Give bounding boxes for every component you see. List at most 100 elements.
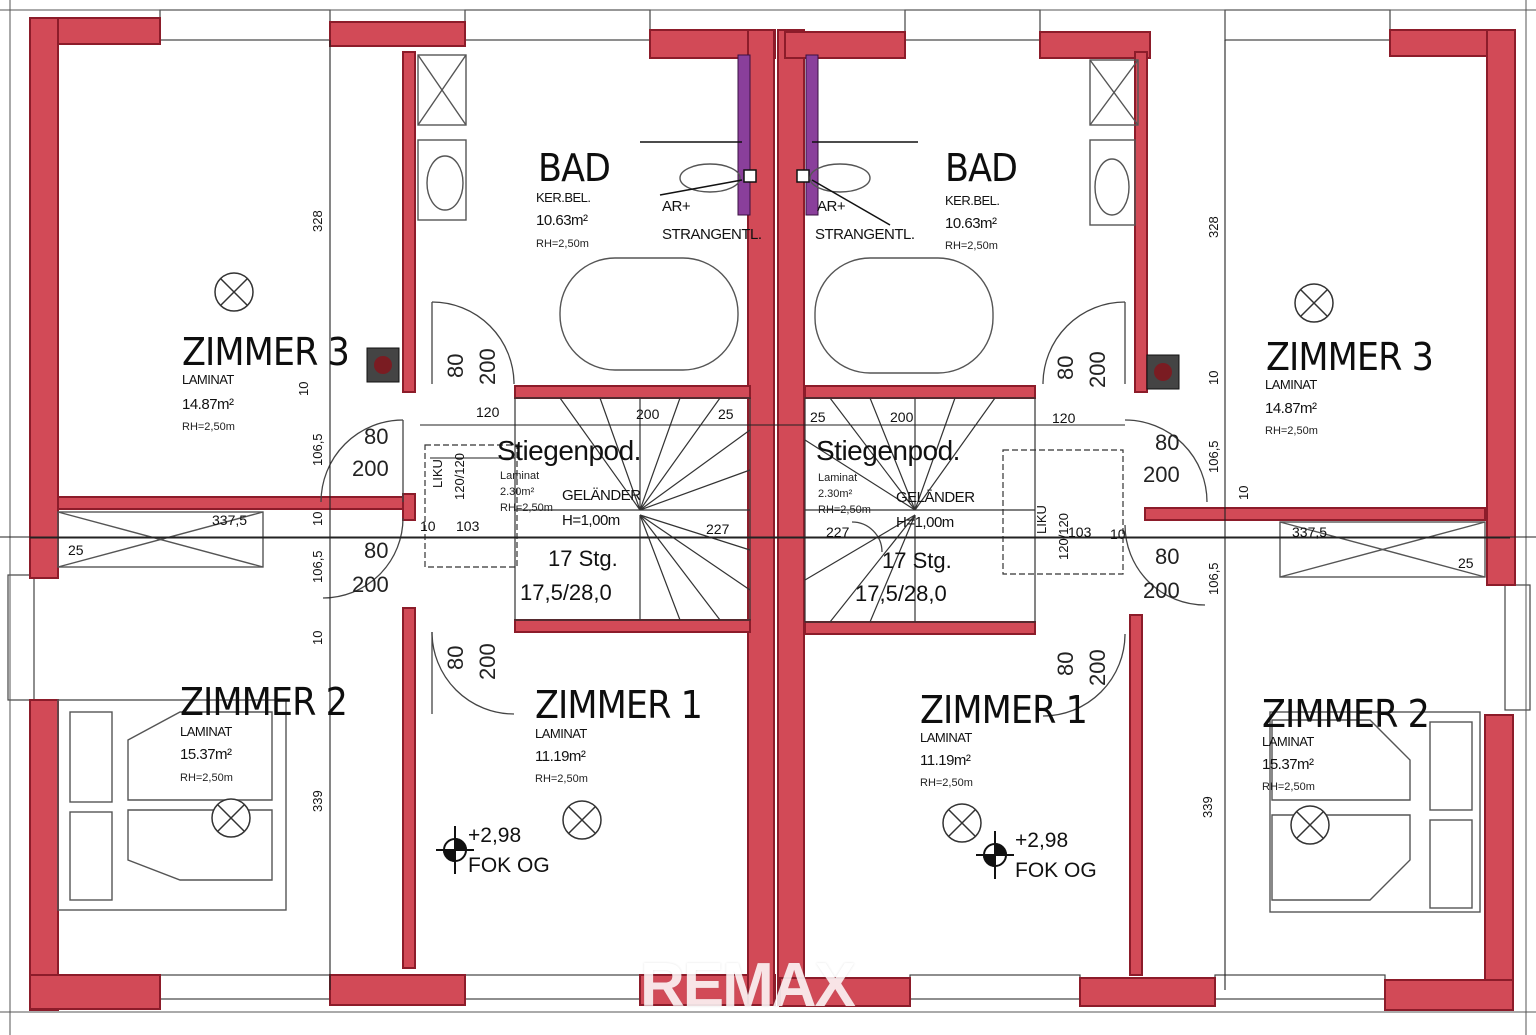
floor-zimmer3-right: LAMINAT bbox=[1265, 377, 1317, 392]
shaft-markers bbox=[743, 169, 810, 183]
steps-left: 17 Stg. bbox=[548, 546, 618, 571]
door-200-right-a: 200 bbox=[1143, 462, 1180, 487]
area-zimmer1-left: 11.19m² bbox=[535, 748, 586, 765]
room-title-zimmer2-left: ZIMMER 2 bbox=[180, 680, 348, 724]
door-80-left-c: 80 bbox=[443, 353, 468, 378]
level-left: +2,98 bbox=[468, 824, 522, 847]
area-bad-left: 10.63m² bbox=[536, 212, 588, 229]
liku-size-left: 120/120 bbox=[452, 453, 467, 500]
ar-right: AR+ bbox=[817, 198, 846, 215]
level-ref-right: FOK OG bbox=[1015, 859, 1097, 882]
stiegenpod-area-right: 2.30m² bbox=[818, 488, 853, 500]
leader-lines bbox=[640, 141, 918, 226]
dim-10d-right: 10 bbox=[1110, 526, 1126, 542]
room-title-zimmer1-left: ZIMMER 1 bbox=[535, 683, 703, 727]
door-200-right-c: 200 bbox=[1085, 351, 1110, 388]
dim-120-right: 120 bbox=[1052, 410, 1076, 426]
dim-25b-right: 25 bbox=[1458, 555, 1474, 571]
floor-zimmer1-right: LAMINAT bbox=[920, 730, 972, 745]
level-right: +2,98 bbox=[1015, 829, 1069, 852]
dim-10a-right: 10 bbox=[1206, 370, 1221, 385]
strangentl-right: STRANGENTL. bbox=[815, 226, 915, 243]
stiegenpod-area-left: 2.30m² bbox=[500, 486, 535, 498]
dimension-lines bbox=[0, 40, 1536, 990]
gelaender-left: GELÄNDER bbox=[562, 487, 641, 504]
ceiling-light-icons bbox=[211, 272, 1334, 845]
dim-3375-left: 337,5 bbox=[212, 512, 248, 528]
door-80-left-d: 80 bbox=[443, 645, 468, 670]
liku-right: LIKU bbox=[1034, 505, 1049, 534]
dim-227-left: 227 bbox=[706, 521, 730, 537]
dim-227-right: 227 bbox=[826, 524, 850, 540]
ar-left: AR+ bbox=[662, 198, 691, 215]
door-200-left-c: 200 bbox=[475, 348, 500, 385]
room-title-zimmer2-right: ZIMMER 2 bbox=[1262, 692, 1430, 736]
floor-zimmer1-left: LAMINAT bbox=[535, 726, 587, 741]
room-title-zimmer3-left: ZIMMER 3 bbox=[182, 330, 350, 374]
walls bbox=[29, 17, 1516, 1011]
door-200-right-d: 200 bbox=[1085, 649, 1110, 686]
dim-103-right: 103 bbox=[1068, 524, 1092, 540]
liku-left: LIKU bbox=[430, 459, 445, 488]
dim-1065b-right: 106,5 bbox=[1206, 562, 1221, 595]
gelaender-height-left: H=1,00m bbox=[562, 512, 620, 529]
dim-103-left: 103 bbox=[456, 518, 480, 534]
dim-1065b-left: 106,5 bbox=[310, 550, 325, 583]
stiegenpod-left: Stiegenpod. bbox=[497, 435, 641, 466]
door-200-right-b: 200 bbox=[1143, 578, 1180, 603]
steps-right: 17 Stg. bbox=[882, 548, 952, 573]
stiegenpod-floor-right: Laminat bbox=[818, 472, 858, 484]
level-ref-left: FOK OG bbox=[468, 854, 550, 877]
attic-hatches bbox=[424, 444, 1124, 575]
stiegenpod-floor-left: Laminat bbox=[500, 470, 540, 482]
height-bad-left: RH=2,50m bbox=[536, 238, 589, 250]
dim-25b-left: 25 bbox=[68, 542, 84, 558]
door-80-right-c: 80 bbox=[1053, 355, 1078, 380]
door-200-left-a: 200 bbox=[352, 456, 389, 481]
dim-339-right: 339 bbox=[1200, 796, 1215, 818]
stiegenpod-right: Stiegenpod. bbox=[816, 435, 960, 466]
door-80-right-d: 80 bbox=[1053, 651, 1078, 676]
door-200-left-d: 200 bbox=[475, 643, 500, 680]
steps-ratio-right: 17,5/28,0 bbox=[855, 581, 947, 606]
floor-bad-left: KER.BEL. bbox=[536, 190, 591, 205]
height-zimmer1-right: RH=2,50m bbox=[920, 777, 973, 789]
door-80-right-b: 80 bbox=[1155, 544, 1180, 569]
floor-zimmer3-left: LAMINAT bbox=[182, 372, 234, 387]
door-80-left-a: 80 bbox=[364, 424, 389, 449]
dim-10a-left: 10 bbox=[296, 381, 311, 396]
gelaender-right: GELÄNDER bbox=[896, 489, 975, 506]
area-zimmer3-right: 14.87m² bbox=[1265, 400, 1317, 417]
gelaender-height-right: H=1,00m bbox=[896, 514, 954, 531]
door-80-right-a: 80 bbox=[1155, 430, 1180, 455]
dim-3375-right: 337,5 bbox=[1292, 524, 1328, 540]
dim-10b-right: 10 bbox=[1236, 485, 1251, 500]
steps-ratio-left: 17,5/28,0 bbox=[520, 580, 612, 605]
stiegenpod-height-left: RH=2,50m bbox=[500, 502, 553, 514]
watermark: REMAX bbox=[640, 951, 856, 1020]
dim-10d-left: 10 bbox=[420, 518, 436, 534]
dim-10b-left: 10 bbox=[310, 511, 325, 526]
height-zimmer3-left: RH=2,50m bbox=[182, 421, 235, 433]
room-title-bad-right: BAD bbox=[945, 146, 1018, 190]
height-zimmer3-right: RH=2,50m bbox=[1265, 425, 1318, 437]
stairs bbox=[514, 397, 1036, 623]
dim-200-right: 200 bbox=[890, 409, 914, 425]
floor-zimmer2-left: LAMINAT bbox=[180, 724, 232, 739]
room-title-bad-left: BAD bbox=[538, 146, 611, 190]
dim-10c-left: 10 bbox=[310, 630, 325, 645]
height-bad-right: RH=2,50m bbox=[945, 240, 998, 252]
height-zimmer2-right: RH=2,50m bbox=[1262, 781, 1315, 793]
room-title-zimmer1-right: ZIMMER 1 bbox=[920, 688, 1088, 732]
chimneys bbox=[366, 347, 1180, 390]
door-200-left-b: 200 bbox=[352, 572, 389, 597]
dim-339-left: 339 bbox=[310, 790, 325, 812]
area-bad-right: 10.63m² bbox=[945, 215, 997, 232]
dim-1065a-left: 106,5 bbox=[310, 433, 325, 466]
dim-200-left: 200 bbox=[636, 406, 660, 422]
room-title-zimmer3-right: ZIMMER 3 bbox=[1266, 335, 1434, 379]
area-zimmer1-right: 11.19m² bbox=[920, 752, 971, 769]
stiegenpod-height-right: RH=2,50m bbox=[818, 504, 871, 516]
